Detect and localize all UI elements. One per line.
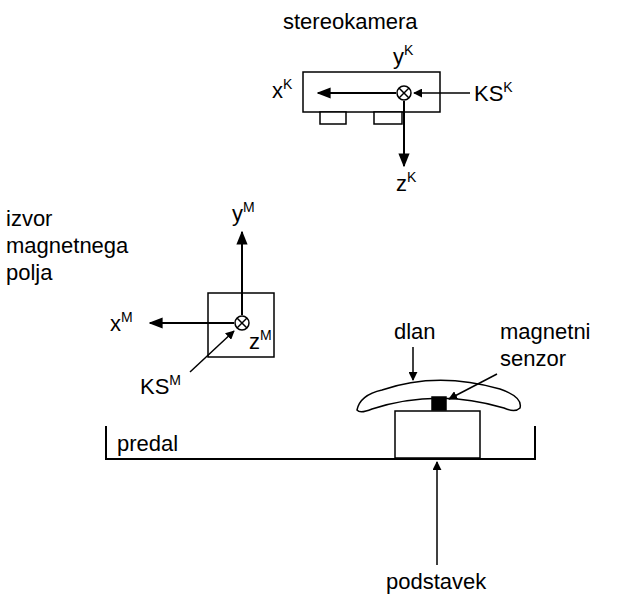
drawer: predal bbox=[105, 426, 536, 460]
symbol-base: KS bbox=[474, 81, 503, 106]
leader-arrow bbox=[412, 347, 414, 380]
frame-label: KSK bbox=[474, 80, 513, 110]
axis-label: zM bbox=[249, 328, 272, 358]
axis-label: xK bbox=[272, 77, 292, 107]
leader-arrow bbox=[190, 331, 234, 372]
symbol-superscript: K bbox=[503, 79, 512, 95]
symbol-superscript: M bbox=[260, 327, 272, 343]
leader-arrow bbox=[449, 374, 497, 399]
leader-arrow bbox=[436, 462, 438, 565]
part-label: dlan bbox=[394, 318, 436, 345]
stand bbox=[395, 411, 480, 458]
axis-into-page bbox=[397, 86, 411, 100]
frame-label: KSM bbox=[140, 373, 181, 403]
part-label: podstavek bbox=[386, 568, 486, 595]
symbol-base: z bbox=[249, 329, 260, 354]
camera-lens bbox=[374, 112, 402, 124]
symbol-superscript: M bbox=[121, 309, 133, 325]
symbol-superscript: M bbox=[169, 372, 181, 388]
z-axis-arrow bbox=[403, 101, 405, 166]
hand bbox=[357, 380, 520, 412]
x-axis-arrow bbox=[150, 322, 234, 324]
symbol-superscript: K bbox=[283, 76, 292, 92]
device-name: izvor magnetnega polja bbox=[6, 205, 146, 286]
axis-label: xM bbox=[110, 310, 133, 340]
camera-lens bbox=[320, 112, 346, 124]
leader-arrow bbox=[414, 92, 470, 94]
symbol-base: z bbox=[396, 171, 407, 196]
symbol-superscript: M bbox=[243, 199, 255, 215]
axis-label: yK bbox=[393, 43, 413, 73]
symbol-base: y bbox=[232, 201, 243, 226]
symbol-superscript: K bbox=[404, 42, 413, 58]
y-axis-arrow bbox=[241, 232, 243, 315]
symbol-base: x bbox=[272, 78, 283, 103]
part-label: magnetni senzor bbox=[500, 318, 610, 372]
symbol-base: x bbox=[110, 311, 121, 336]
magnetic-sensor bbox=[432, 397, 446, 410]
axis-label: yM bbox=[232, 200, 255, 230]
axis-label: zK bbox=[396, 170, 416, 200]
axis-into-page bbox=[235, 316, 249, 330]
device-name: stereokamera bbox=[283, 8, 418, 35]
symbol-superscript: K bbox=[407, 169, 416, 185]
symbol-base: y bbox=[393, 44, 404, 69]
symbol-base: KS bbox=[140, 374, 169, 399]
drawer-label: predal bbox=[107, 432, 178, 456]
x-axis-arrow bbox=[318, 92, 396, 94]
camera-body bbox=[303, 72, 440, 112]
